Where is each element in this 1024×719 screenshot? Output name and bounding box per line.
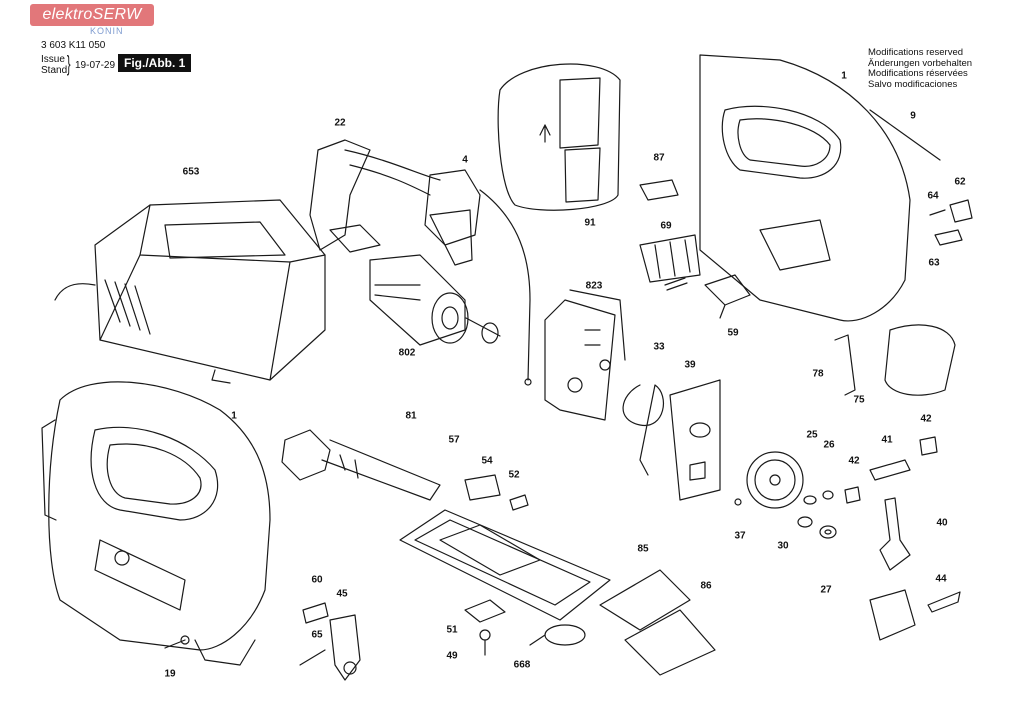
motor-802-drawing bbox=[369, 254, 501, 346]
part-label-802: 802 bbox=[398, 347, 416, 359]
screw-19-drawing bbox=[164, 635, 190, 649]
brace-glyph: } bbox=[66, 51, 71, 76]
plunger-81-drawing bbox=[281, 429, 441, 501]
part-label-91: 91 bbox=[584, 217, 596, 229]
screws-51-49-drawing bbox=[464, 599, 506, 656]
notice-line-fr: Modifications réservées bbox=[868, 68, 968, 79]
bracket-823-drawing bbox=[544, 289, 626, 421]
issue-stand-labels: Issue Stand bbox=[41, 54, 67, 76]
pad-39-drawing bbox=[669, 379, 721, 501]
part-label-33: 33 bbox=[653, 341, 665, 353]
cover-75-clip-78-drawing bbox=[834, 324, 956, 396]
part-label-42: 42 bbox=[848, 455, 860, 467]
part-label-65: 65 bbox=[311, 629, 323, 641]
clip-87-drawing bbox=[639, 179, 679, 201]
watermark-logo: elektroSERW bbox=[30, 4, 154, 26]
part-label-27: 27 bbox=[820, 584, 832, 596]
wire-spring-33-drawing bbox=[622, 384, 664, 476]
part-label-41: 41 bbox=[881, 434, 893, 446]
part-label-40: 40 bbox=[936, 517, 948, 529]
part-label-37: 37 bbox=[734, 530, 746, 542]
part-label-4: 4 bbox=[462, 154, 468, 166]
modifications-notice: Modifications reserved Änderungen vorbeh… bbox=[868, 47, 973, 90]
part-label-9: 9 bbox=[910, 110, 916, 122]
issue-date: 19-07-29 bbox=[75, 60, 116, 71]
part-label-1: 1 bbox=[231, 410, 237, 422]
part-label-81: 81 bbox=[405, 410, 417, 422]
part-label-59: 59 bbox=[727, 327, 739, 339]
part-label-63: 63 bbox=[928, 257, 940, 269]
part-label-57: 57 bbox=[448, 434, 460, 446]
parts-64-62-63-drawing bbox=[929, 199, 973, 246]
part-label-823: 823 bbox=[585, 280, 603, 292]
figure-label: Fig./Abb. 1 bbox=[118, 54, 192, 72]
lever-69-drawing bbox=[639, 234, 701, 291]
part-label-45: 45 bbox=[336, 588, 348, 600]
part-label-69: 69 bbox=[660, 220, 672, 232]
part-label-668: 668 bbox=[513, 659, 531, 671]
part-label-42: 42 bbox=[920, 413, 932, 425]
base-plate-57-drawing bbox=[399, 509, 611, 621]
notice-line-es: Salvo modificaciones bbox=[868, 78, 958, 90]
part-label-62: 62 bbox=[954, 176, 966, 188]
part-label-75: 75 bbox=[853, 394, 865, 406]
gear-30-drawing bbox=[734, 451, 837, 539]
part-label-64: 64 bbox=[927, 190, 939, 202]
battery-91-drawing bbox=[497, 63, 621, 211]
watermark-city: KONIN bbox=[90, 26, 124, 36]
charger-drawing bbox=[54, 199, 326, 384]
part-label-85: 85 bbox=[637, 543, 649, 555]
part-label-51: 51 bbox=[446, 624, 458, 636]
part-label-26: 26 bbox=[823, 439, 835, 451]
knob-668-drawing bbox=[529, 624, 586, 646]
housing-right-drawing bbox=[699, 54, 941, 322]
spring-59-drawing bbox=[704, 274, 751, 319]
notice-line-de: Änderungen vorbehalten bbox=[868, 57, 973, 69]
part-label-54: 54 bbox=[481, 455, 493, 467]
stand-label: Stand bbox=[41, 65, 68, 76]
part-label-60: 60 bbox=[311, 574, 323, 586]
document-number: 3 603 K11 050 bbox=[41, 40, 106, 51]
housing-left-drawing bbox=[41, 381, 271, 666]
small-parts-54-52-drawing bbox=[464, 474, 529, 511]
issue-label: Issue bbox=[41, 54, 65, 65]
part-label-22: 22 bbox=[334, 117, 346, 129]
plunger-assembly-41-40-44-drawing bbox=[844, 436, 961, 641]
part-label-1: 1 bbox=[841, 70, 847, 82]
switch-4-drawing bbox=[424, 169, 532, 386]
part-label-30: 30 bbox=[777, 540, 789, 552]
part-label-39: 39 bbox=[684, 359, 696, 371]
part-label-653: 653 bbox=[182, 166, 200, 178]
parts-60-45-65-drawing bbox=[299, 602, 361, 681]
part-label-49: 49 bbox=[446, 650, 458, 662]
part-label-86: 86 bbox=[700, 580, 712, 592]
notice-line-en: Modifications reserved bbox=[868, 47, 964, 58]
part-label-19: 19 bbox=[164, 668, 176, 680]
switch-frame-drawing bbox=[309, 139, 441, 253]
part-label-25: 25 bbox=[806, 429, 818, 441]
part-label-78: 78 bbox=[812, 368, 824, 380]
part-label-52: 52 bbox=[508, 469, 520, 481]
part-label-44: 44 bbox=[935, 573, 947, 585]
shoe-85-86-drawing bbox=[599, 569, 716, 676]
part-label-87: 87 bbox=[653, 152, 665, 164]
